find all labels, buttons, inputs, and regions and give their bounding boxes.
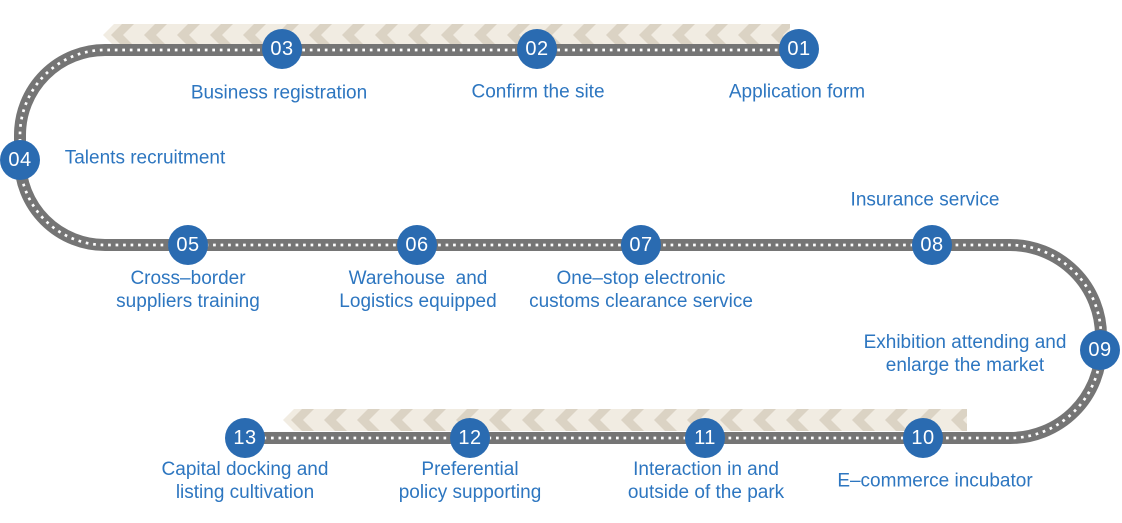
step-label-01: Application form <box>729 81 865 104</box>
step-number: 10 <box>911 426 935 449</box>
step-number: 01 <box>787 37 811 60</box>
step-number: 02 <box>525 37 549 60</box>
step-number: 11 <box>694 426 716 449</box>
step-node-04: 04 <box>0 140 40 180</box>
label-line: One–stop electronic <box>556 268 726 289</box>
label-line: listing cultivation <box>175 482 315 503</box>
road-path <box>14 44 1107 444</box>
label-line: suppliers training <box>116 291 260 312</box>
step-node-08: 08 <box>912 225 952 265</box>
step-node-12: 12 <box>450 418 490 458</box>
step-node-09: 09 <box>1080 330 1120 370</box>
label-line: Talents recruitment <box>64 147 226 169</box>
label-line: Capital docking and <box>161 459 329 480</box>
label-line: Confirm the site <box>471 81 605 103</box>
step-number: 03 <box>270 37 294 60</box>
label-line: outside of the park <box>627 482 785 503</box>
label-line: Exhibition attending and <box>863 332 1067 353</box>
step-node-05: 05 <box>168 225 208 265</box>
step-number: 06 <box>405 233 429 256</box>
step-node-02: 02 <box>517 29 557 69</box>
label-line: Interaction in and <box>633 459 779 480</box>
chevron-band-bottom <box>283 409 967 431</box>
step-number: 07 <box>629 233 653 256</box>
label-line: Cross–border <box>130 268 246 289</box>
step-node-10: 10 <box>903 418 943 458</box>
step-number: 12 <box>458 426 482 449</box>
step-label-08: Insurance service <box>851 189 1000 212</box>
step-number: 04 <box>8 148 32 171</box>
label-line: Business registration <box>190 82 368 104</box>
step-node-06: 06 <box>397 225 437 265</box>
step-label-02: Confirm the site <box>471 81 604 104</box>
chevron-band-top <box>103 24 790 46</box>
step-number: 09 <box>1088 338 1112 361</box>
label-line: Preferential <box>421 459 519 480</box>
label-line: customs clearance service <box>529 291 753 312</box>
step-node-03: 03 <box>262 29 302 69</box>
step-number: 13 <box>233 426 257 449</box>
label-line: Warehouse and <box>348 268 488 289</box>
label-line: E–commerce incubator <box>837 470 1033 492</box>
label-line: policy supporting <box>398 482 542 503</box>
label-line: Insurance service <box>850 189 1000 211</box>
label-line: enlarge the market <box>885 355 1045 376</box>
step-label-10: E–commerce incubator <box>837 470 1032 493</box>
label-line: Application form <box>728 81 866 103</box>
step-label-03: Business registration <box>191 82 367 105</box>
step-node-07: 07 <box>621 225 661 265</box>
step-node-01: 01 <box>779 29 819 69</box>
step-number: 08 <box>920 233 944 256</box>
step-node-11: 11 <box>685 418 725 458</box>
step-node-13: 13 <box>225 418 265 458</box>
step-label-04: Talents recruitment <box>65 147 226 170</box>
step-number: 05 <box>176 233 200 256</box>
label-line: Logistics equipped <box>339 291 497 312</box>
